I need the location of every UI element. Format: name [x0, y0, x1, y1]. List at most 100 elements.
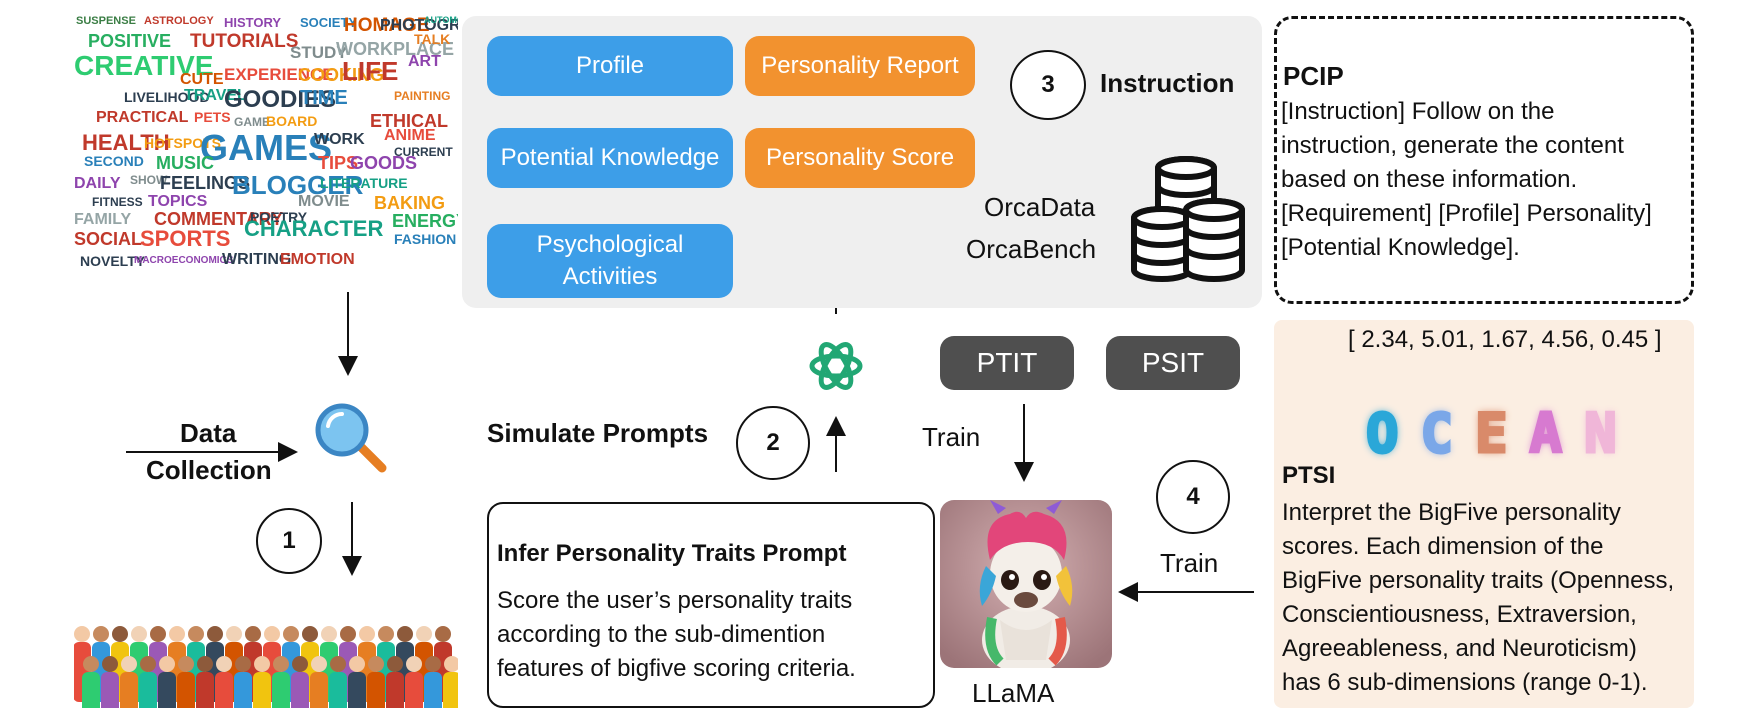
- word-cloud-word: MOVIE: [298, 193, 350, 210]
- word-cloud-word: CHARACTER: [244, 216, 384, 241]
- word-cloud-word: SHOW: [130, 173, 168, 187]
- psych-line-2: Activities: [562, 263, 658, 290]
- word-cloud-word: NOVELTY: [80, 253, 146, 269]
- word-cloud-word: SPORTS: [140, 226, 231, 251]
- orcabench-label: OrcaBench: [966, 234, 1097, 264]
- word-cloud-word: GAMES: [200, 127, 333, 168]
- word-cloud-word: TUTORIALS: [190, 31, 299, 52]
- word-cloud-word: HISTORY: [224, 15, 282, 30]
- train-label-1: Train: [922, 422, 981, 452]
- word-cloud-word: CREATIVE: [74, 50, 214, 81]
- data-collection-label-2: Collection: [146, 455, 272, 485]
- word-cloud-word: ART: [408, 53, 441, 70]
- ptsi-line-5: Agreeableness, and Neuroticism): [1282, 635, 1637, 662]
- llama-label: LLaMA: [972, 678, 1055, 708]
- word-cloud-word: ASTROLOGY: [144, 15, 214, 27]
- ptsi-line-1: Interpret the BigFive personality: [1282, 499, 1621, 526]
- word-cloud-word: WRITING: [222, 251, 292, 268]
- magnifier-icon: [315, 403, 387, 473]
- pcip-line-2: instruction, generate the content: [1281, 132, 1624, 159]
- step-3-circle: 3: [1010, 50, 1086, 120]
- word-cloud-word: ENERGY: [392, 211, 458, 231]
- ptsi-line-6: has 6 sub-dimensions (range 0-1).: [1282, 669, 1648, 696]
- word-cloud-word: CUTE: [180, 71, 224, 88]
- infer-line-3: features of bigfive scoring criteria.: [497, 655, 856, 682]
- word-cloud-word: HOMAGE: [344, 15, 430, 36]
- pcip-title: PCIP: [1283, 61, 1344, 91]
- step-2-circle: 2: [736, 406, 810, 480]
- word-cloud-word: ANIME: [384, 127, 436, 144]
- word-cloud-word: BLOGGER: [232, 170, 364, 200]
- word-cloud-word: DAILY: [74, 175, 121, 192]
- word-cloud-word: GOODS: [350, 153, 418, 173]
- instruction-label: Instruction: [1100, 68, 1235, 98]
- word-cloud-word: TIPS: [318, 153, 359, 173]
- word-cloud-word: TOPICS: [148, 193, 208, 210]
- word-cloud-word: PETS: [194, 109, 231, 125]
- word-cloud-word: EMOTION: [280, 251, 355, 268]
- pcip-box: PCIP [Instruction] Follow on the instruc…: [1274, 16, 1694, 304]
- word-cloud-word: CURRENT: [394, 145, 453, 159]
- word-cloud-word: GAME: [234, 115, 270, 129]
- word-cloud-word: BAKING: [374, 193, 445, 213]
- word-cloud-word: LIFE: [342, 56, 399, 86]
- word-cloud-word: SUSPENSE: [76, 15, 136, 27]
- personality-score-pill: Personality Score: [745, 128, 975, 188]
- word-cloud-word: AUTOMOTIVE: [424, 15, 458, 25]
- word-cloud-word: PRACTICAL: [96, 109, 189, 126]
- word-cloud-word: EXPERIENCE: [224, 65, 334, 84]
- ocean-letter-c: C: [1419, 401, 1454, 467]
- ptsi-title: PTSI: [1282, 462, 1336, 489]
- pcip-line-1: [Instruction] Follow on the: [1281, 98, 1555, 125]
- word-cloud-word: PHOTOGRAPHY: [380, 17, 458, 34]
- train-label-2: Train: [1160, 548, 1219, 578]
- word-cloud-word: HOTSPOTS: [144, 135, 222, 151]
- infer-line-2: according to the sub-dimention: [497, 621, 826, 648]
- data-collection-label-1: Data: [180, 418, 237, 448]
- word-cloud-word: FEELINGS: [160, 173, 251, 193]
- word-cloud-word: PAINTING: [394, 89, 451, 103]
- word-cloud-word: POETRY: [250, 209, 308, 225]
- word-cloud-word: MACROECONOMICS: [134, 255, 234, 266]
- word-cloud-word: FITNESS: [92, 195, 143, 209]
- ocean-scores: [ 2.34, 5.01, 1.67, 4.56, 0.45 ]: [1348, 326, 1662, 353]
- simulate-prompts-label: Simulate Prompts: [487, 418, 709, 448]
- ocean-letter-e: E: [1474, 401, 1509, 467]
- step-1-circle: 1: [256, 508, 322, 574]
- llama-image: [940, 500, 1112, 668]
- pcip-line-5: [Potential Knowledge].: [1281, 234, 1520, 261]
- word-cloud-word: ETHICAL: [370, 111, 448, 131]
- word-cloud-word: BOARD: [266, 113, 318, 129]
- word-cloud-word: FASHION: [394, 231, 457, 247]
- psych-line-1: Psychological: [536, 230, 684, 258]
- profile-pill: Profile: [487, 36, 733, 96]
- ptsi-line-3: BigFive personality traits (Openness,: [1282, 567, 1675, 594]
- word-cloud-word: SOCIAL: [74, 229, 143, 249]
- word-cloud-word: TALK: [414, 31, 451, 47]
- word-cloud-word: COOKING: [298, 65, 385, 85]
- word-cloud-word: SECOND: [84, 153, 144, 169]
- potential-knowledge-pill: Potential Knowledge: [487, 128, 733, 188]
- infer-prompt-box: Infer Personality Traits Prompt Score th…: [487, 502, 935, 708]
- word-cloud-word: HEALTH: [82, 130, 170, 155]
- ptsi-line-4: Conscientiousness, Extraversion,: [1282, 601, 1637, 628]
- word-cloud-word: TRAVEL: [184, 87, 247, 104]
- word-cloud-word: WORKPLACE: [336, 39, 454, 59]
- word-cloud-word: STUDY: [290, 43, 348, 62]
- pcip-line-3: based on these information.: [1281, 166, 1578, 193]
- crowd-illustration: [74, 626, 458, 708]
- personality-report-pill: Personality Report: [745, 36, 975, 96]
- ptsi-line-2: scores. Each dimension of the: [1282, 533, 1604, 560]
- ocean-letter-a: A: [1528, 401, 1563, 467]
- step-4-circle: 4: [1156, 460, 1230, 534]
- infer-line-1: Score the user’s personality traits: [497, 587, 853, 614]
- chatgpt-icon: [809, 342, 863, 390]
- word-cloud-word: COMMENTARY: [154, 209, 283, 229]
- ocean-letter-n: N: [1583, 401, 1618, 467]
- word-cloud-word: MUSIC: [156, 153, 214, 173]
- ptit-pill: PTIT: [940, 336, 1074, 390]
- word-cloud-word: LITERATURE: [320, 175, 408, 191]
- word-cloud-word: WORK: [314, 131, 365, 148]
